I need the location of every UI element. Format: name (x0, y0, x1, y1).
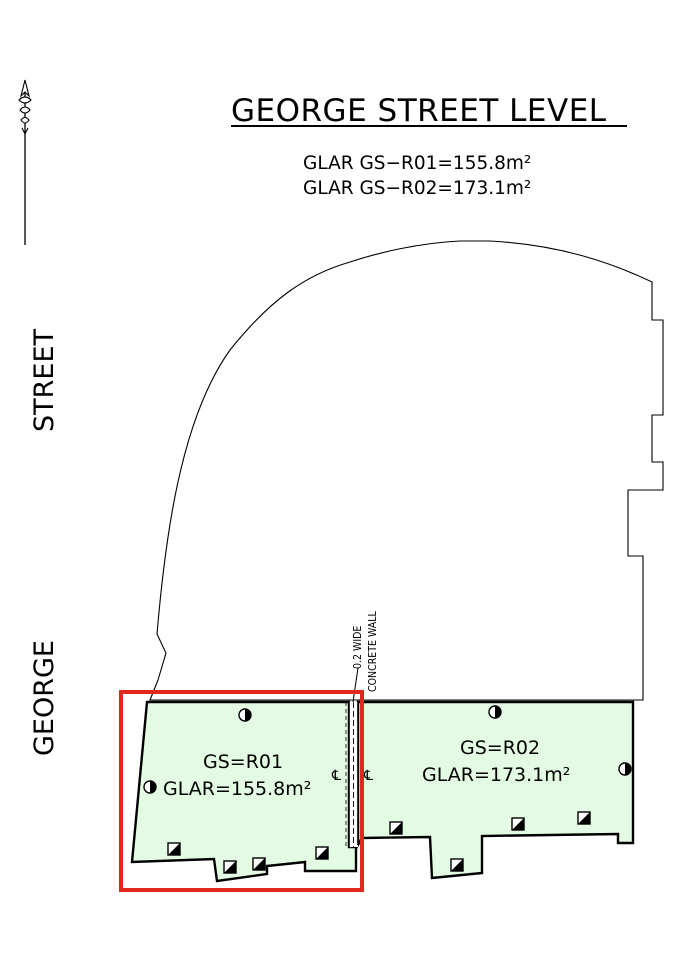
half-square-marker-icon (450, 858, 464, 872)
north-arrow-icon (18, 79, 32, 245)
half-circle-marker-icon (143, 780, 157, 794)
glar-summary-r01: GLAR GS−R01=155.8m² (303, 153, 531, 174)
drawing-title: GEORGE STREET LEVEL (231, 93, 607, 129)
wall-note-line1: 0.2 WIDE (352, 626, 364, 669)
wall-note-line2: CONCRETE WALL (367, 611, 379, 692)
unit-r01-glar: GLAR=155.8m² (163, 778, 311, 800)
half-square-marker-icon (577, 811, 591, 825)
half-square-marker-icon (389, 821, 403, 835)
building-outline (149, 240, 664, 701)
centerline-symbol-left: ℄ (331, 768, 341, 784)
half-circle-marker-icon (488, 705, 502, 719)
unit-r02-glar: GLAR=173.1m² (422, 764, 570, 786)
unit-r02-id: GS=R02 (460, 737, 540, 759)
concrete-wall (345, 702, 362, 847)
glar-summary-r02: GLAR GS−R02=173.1m² (303, 178, 531, 199)
half-circle-marker-icon (618, 762, 632, 776)
highlight-box-gs-r01 (119, 690, 364, 892)
centerline-symbol-right: ℄ (363, 768, 373, 784)
half-square-marker-icon (511, 817, 525, 831)
half-circle-marker-icon (238, 708, 252, 722)
half-square-marker-icon (315, 846, 329, 860)
half-square-marker-icon (167, 842, 181, 856)
wall-note-leader (352, 667, 359, 703)
street-label-bottom: GEORGE (29, 640, 60, 756)
half-square-marker-icon (252, 857, 266, 871)
half-square-marker-icon (223, 860, 237, 874)
street-label-top: STREET (29, 328, 60, 432)
unit-gs-r02[interactable] (356, 700, 635, 880)
unit-r01-id: GS=R01 (203, 751, 283, 773)
